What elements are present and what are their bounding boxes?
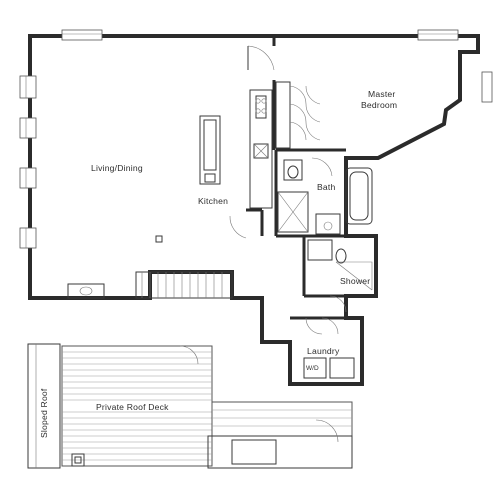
roof-deck <box>27 343 353 469</box>
windows-top <box>61 29 493 103</box>
windows-left <box>19 75 37 249</box>
label-laundry: Laundry <box>307 346 340 356</box>
deck-boards <box>62 351 212 461</box>
bath-fixtures <box>277 159 373 235</box>
label-master-line1: Master <box>368 89 395 99</box>
door-swings <box>229 45 347 335</box>
stairs <box>67 271 233 299</box>
label-shower: Shower <box>340 276 370 286</box>
shower-fixtures <box>307 239 373 291</box>
label-washer-dryer: W/D <box>306 365 319 372</box>
laundry-fixtures <box>303 357 355 379</box>
label-bath: Bath <box>317 182 335 192</box>
label-master-line2: Bedroom <box>361 100 397 110</box>
label-kitchen: Kitchen <box>198 196 228 206</box>
label-living-dining: Living/Dining <box>91 163 143 173</box>
interior-walls <box>246 36 346 320</box>
label-sloped-roof: Sloped Roof <box>39 388 49 438</box>
kitchen-fixtures <box>155 89 273 243</box>
label-private-roof-deck: Private Roof Deck <box>96 402 169 412</box>
